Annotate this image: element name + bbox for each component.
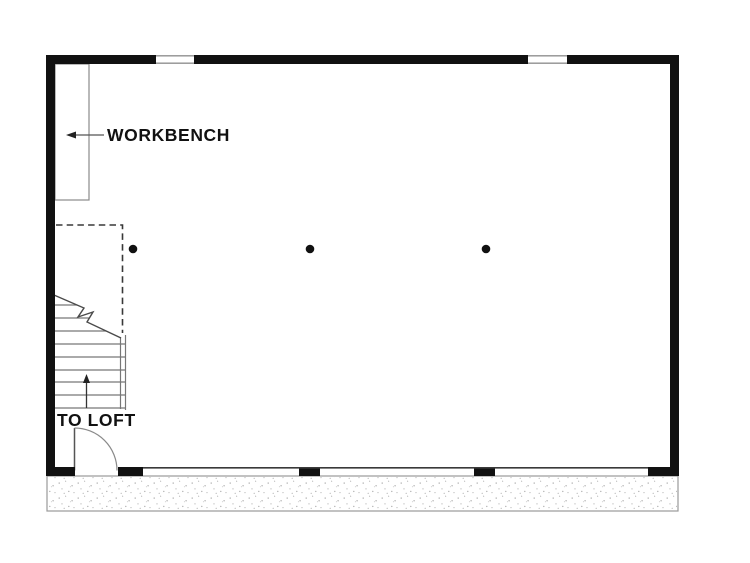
right-wall: [670, 55, 679, 476]
post-dot-3: [481, 244, 491, 254]
windows: [156, 54, 567, 65]
bottom-wall-segment-left: [46, 467, 75, 476]
stair-up-arrow: [83, 374, 90, 408]
post-dot-1: [128, 244, 138, 254]
top-wall: [46, 55, 679, 64]
column-posts: [128, 244, 491, 254]
left-arrowhead-icon: [66, 131, 76, 139]
exterior-walls: [46, 55, 679, 476]
bottom-wall-pier-2: [474, 467, 495, 476]
loft-outline-dashed: [56, 224, 124, 333]
to-loft-label: TO LOFT: [57, 410, 136, 430]
concrete-apron: [46, 475, 679, 512]
up-arrowhead-icon: [83, 374, 90, 383]
entry-door-swing: [73, 427, 118, 471]
window-1: [156, 54, 194, 65]
door-arc: [74, 427, 118, 471]
bottom-wall-segment-door-right: [118, 467, 143, 476]
stair-break-line: [46, 291, 122, 339]
stairs-to-loft: [46, 291, 127, 410]
window-2: [528, 54, 567, 65]
workbench-label: WORKBENCH: [107, 125, 230, 145]
bottom-wall-pier-1: [299, 467, 320, 476]
post-dot-2: [305, 244, 315, 254]
apron-stipple-texture: [48, 477, 677, 510]
workbench-outline: [54, 63, 90, 201]
bottom-wall-segment-right: [648, 467, 679, 476]
workbench-leader: [66, 131, 104, 139]
left-wall: [46, 55, 55, 476]
